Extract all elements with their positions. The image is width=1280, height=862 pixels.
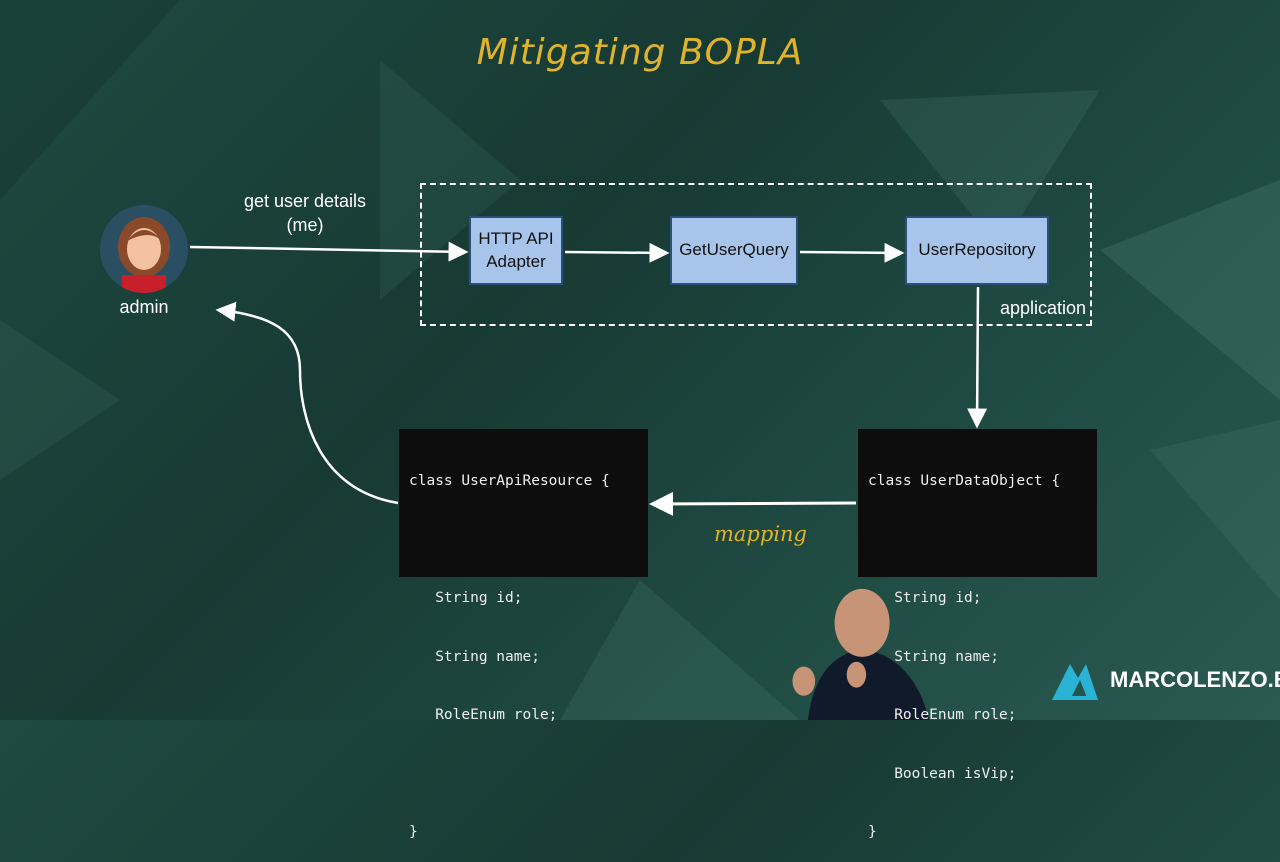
arrow-response-to-admin: [215, 301, 399, 505]
code-line: [409, 531, 638, 551]
application-boundary: [420, 183, 1092, 326]
code-line: RoleEnum role;: [409, 707, 558, 723]
background-texture: [0, 0, 1280, 720]
arrow-mapping: [649, 491, 857, 516]
arrow-adapter-to-query: [564, 242, 670, 263]
admin-label: admin: [119, 297, 169, 317]
code-line: }: [409, 824, 418, 840]
presenter-photo: [792, 588, 930, 720]
box-line: Adapter: [486, 251, 546, 271]
flow-arrows: [189, 241, 988, 516]
code-line: String id;: [409, 590, 523, 606]
code-line: String name;: [868, 648, 999, 665]
logo-text: MARCOLENZO.EU: [1110, 667, 1280, 692]
admin-avatar: [100, 205, 188, 293]
code-line: String id;: [868, 590, 982, 606]
arrow-admin-to-adapter: [189, 241, 469, 262]
box-line: HTTP API: [478, 229, 554, 249]
request-label: get user details (me): [230, 189, 380, 237]
slide-title: Mitigating BOPLA: [476, 32, 804, 73]
application-label: application: [1000, 298, 1087, 318]
user-data-object-code: class UserDataObject { String id; String…: [858, 429, 1097, 840]
arrow-repository-to-data-object: [967, 286, 988, 429]
get-user-query-box: GetUserQuery: [670, 216, 798, 285]
code-line: }: [868, 824, 877, 840]
request-label-line1: get user details: [243, 191, 367, 211]
woman-avatar-icon: [118, 217, 170, 293]
code-line: String name;: [409, 648, 540, 665]
logo-mountain-icon: [1052, 664, 1098, 700]
arrow-query-to-repository: [799, 242, 905, 263]
code-line: Boolean isVip;: [868, 765, 1017, 782]
code-line: [868, 531, 1087, 551]
brand-logo: MARCOLENZO.EU: [1050, 658, 1280, 702]
code-line: RoleEnum role;: [868, 707, 1017, 723]
user-repository-box: UserRepository: [905, 216, 1049, 285]
code-line: [409, 765, 638, 785]
user-api-resource-code: class UserApiResource { String id; Strin…: [399, 429, 648, 840]
code-line: class UserApiResource {: [409, 473, 610, 489]
code-line: class UserDataObject {: [868, 473, 1061, 489]
request-label-line2: (me): [286, 215, 324, 235]
mapping-label: mapping: [714, 522, 808, 546]
